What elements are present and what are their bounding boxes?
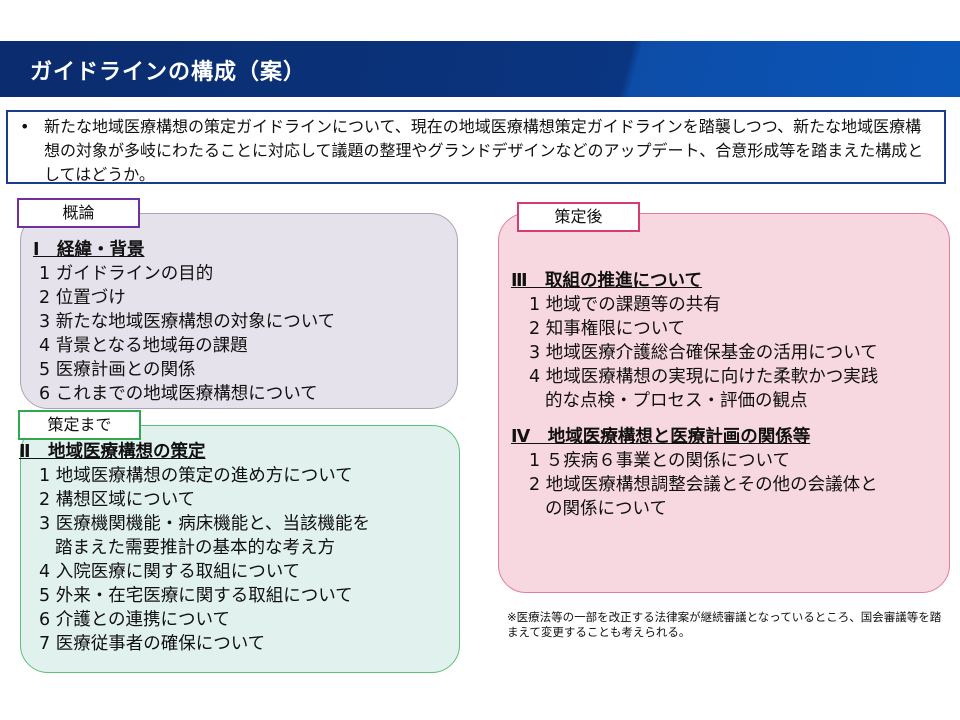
list-item-continued: の関係について: [545, 499, 667, 519]
list-item: 1 地域での課題等の共有: [529, 295, 721, 315]
list-item: 4 背景となる地域毎の課題: [39, 336, 248, 356]
list-item: 3 医療機関機能・病床機能と、当該機能を: [39, 514, 370, 534]
list-item-continued: 踏まえた需要推計の基本的な考え方: [55, 538, 335, 558]
list-item: 1 ５疾病６事業との関係について: [529, 451, 790, 471]
list-item: 2 位置づけ: [39, 288, 126, 308]
footnote: ※医療法等の一部を改正する法律案が継続審議となっているところ、国会審議等を踏まえ…: [507, 610, 942, 639]
list-item: 6 これまでの地域医療構想について: [39, 384, 318, 404]
before-box: Ⅱ 地域医療構想の策定 1 地域医療構想の策定の進め方について 2 構想区域につ…: [19, 425, 460, 673]
list-item: 2 知事権限について: [529, 319, 686, 339]
overview-tab: 概論: [17, 198, 140, 228]
overview-box: Ⅰ 経緯・背景 1 ガイドラインの目的 2 位置づけ 3 新たな地域医療構想の対…: [20, 213, 458, 409]
section-heading: Ⅰ 経緯・背景: [33, 240, 145, 260]
list-item: 5 医療計画との関係: [39, 360, 196, 380]
bullet: •: [20, 117, 30, 136]
section-heading: Ⅳ 地域医療構想と医療計画の関係等: [511, 427, 811, 447]
after-tab: 策定後: [517, 202, 640, 232]
before-tab: 策定まで: [18, 410, 141, 440]
list-item: 5 外来・在宅医療に関する取組について: [39, 586, 353, 606]
list-item: 6 介護との連携について: [39, 610, 230, 630]
list-item: 2 構想区域について: [39, 490, 196, 510]
title-banner: ガイドラインの構成（案）: [0, 41, 960, 97]
list-item: 3 新たな地域医療構想の対象について: [39, 312, 336, 332]
list-item-continued: 的な点検・プロセス・評価の観点: [545, 391, 808, 411]
list-item: 2 地域医療構想調整会議とその他の会議体と: [529, 475, 878, 495]
list-item: 4 地域医療構想の実現に向けた柔軟かつ実践: [529, 367, 879, 387]
intro-box: • 新たな地域医療構想の策定ガイドラインについて、現在の地域医療構想策定ガイドラ…: [6, 110, 946, 184]
after-box: Ⅲ 取組の推進について 1 地域での課題等の共有 2 知事権限について 3 地域…: [498, 213, 950, 593]
list-item: 3 地域医療介護総合確保基金の活用について: [529, 343, 878, 363]
list-item: 7 医療従事者の確保について: [39, 634, 266, 654]
section-heading: Ⅱ 地域医療構想の策定: [19, 442, 206, 462]
section-heading: Ⅲ 取組の推進について: [511, 271, 703, 291]
page-title: ガイドラインの構成（案）: [30, 60, 307, 85]
intro-text: 新たな地域医療構想の策定ガイドラインについて、現在の地域医療構想策定ガイドライン…: [44, 117, 924, 184]
list-item: 4 入院医療に関する取組について: [39, 562, 301, 582]
list-item: 1 ガイドラインの目的: [39, 264, 214, 284]
list-item: 1 地域医療構想の策定の進め方について: [39, 466, 353, 486]
